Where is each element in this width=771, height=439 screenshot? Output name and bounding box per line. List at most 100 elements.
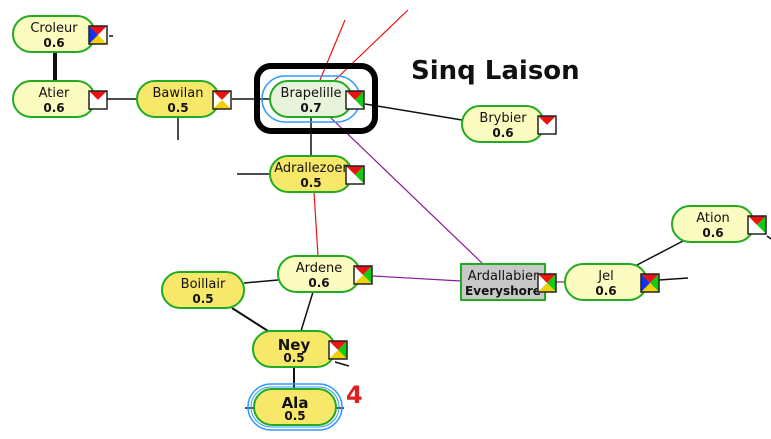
- system-name: Adrallezoer: [274, 161, 348, 176]
- icon-border: [537, 273, 557, 293]
- route-ring: [250, 386, 340, 428]
- security-status: 0.5: [283, 351, 304, 365]
- system-name: Brapelille: [281, 86, 342, 101]
- icon-quadrant: [89, 100, 107, 109]
- icon-quadrant: [641, 274, 659, 283]
- icon-quadrant: [757, 216, 766, 234]
- icon-border: [88, 25, 108, 45]
- icon-quadrant: [329, 350, 347, 359]
- system-status-icon[interactable]: [747, 215, 767, 235]
- system-status-icon[interactable]: [88, 25, 108, 45]
- icon-quadrant: [346, 166, 364, 175]
- system-node-shape: [253, 388, 337, 426]
- stargate-connection: [313, 191, 319, 257]
- icon-quadrant: [538, 274, 556, 283]
- security-status: 0.5: [192, 292, 213, 306]
- icon-quadrant: [538, 274, 547, 292]
- system-name: Brybier: [479, 111, 527, 126]
- stargate-connection: [658, 277, 689, 281]
- system-status-icon[interactable]: [88, 90, 108, 110]
- icon-quadrant: [89, 26, 107, 35]
- icon-quadrant: [547, 116, 556, 134]
- system-status-icon[interactable]: [640, 273, 660, 293]
- system-node-shape: [460, 263, 546, 301]
- icon-quadrant: [355, 166, 364, 184]
- security-status: 0.5: [167, 101, 188, 115]
- stargate-connection: [231, 307, 269, 332]
- security-status: 0.7: [300, 101, 321, 115]
- icon-quadrant: [346, 100, 364, 109]
- security-status: 0.6: [308, 276, 329, 290]
- icon-quadrant: [748, 216, 757, 234]
- system-name: Ney: [278, 336, 311, 354]
- icon-quadrant: [650, 274, 659, 292]
- system-name: Bawilan: [153, 86, 204, 101]
- system-name: Ation: [696, 211, 730, 226]
- security-status: 0.5: [284, 409, 305, 423]
- icon-quadrant: [538, 283, 556, 292]
- stargate-connection: [372, 275, 462, 282]
- icon-quadrant: [538, 116, 547, 134]
- system-name: Ardallabier: [468, 269, 539, 284]
- icon-quadrant: [748, 225, 766, 234]
- system-status-icon[interactable]: [345, 90, 365, 110]
- icon-border: [88, 90, 108, 110]
- icon-quadrant: [355, 91, 364, 109]
- icon-border: [328, 340, 348, 360]
- icon-quadrant: [89, 91, 107, 100]
- system-name: Croleur: [30, 21, 78, 36]
- icon-quadrant: [346, 91, 364, 100]
- icon-border: [747, 215, 767, 235]
- icon-quadrant: [354, 266, 363, 284]
- icon-border: [353, 265, 373, 285]
- security-status: 0.6: [43, 36, 64, 50]
- stargate-connection: [334, 361, 350, 367]
- system-status-icon[interactable]: [328, 340, 348, 360]
- selection-frame: [254, 63, 378, 134]
- system-status-icon[interactable]: [537, 115, 557, 135]
- stargate-connection: [319, 19, 346, 81]
- icon-quadrant: [346, 166, 355, 184]
- icon-quadrant: [641, 274, 650, 292]
- icon-quadrant: [222, 91, 231, 109]
- icon-quadrant: [213, 91, 231, 100]
- icon-border: [345, 165, 365, 185]
- system-status-icon[interactable]: [537, 273, 557, 293]
- icon-quadrant: [338, 341, 347, 359]
- icon-quadrant: [329, 341, 347, 350]
- stargate-connection: [364, 103, 463, 121]
- icon-quadrant: [354, 266, 372, 275]
- region-title: Sinq Laison: [411, 56, 580, 86]
- system-name: Boillair: [181, 277, 226, 292]
- stargate-connection: [329, 116, 484, 265]
- jump-count-label: 4: [346, 381, 363, 409]
- security-status: 0.5: [300, 176, 321, 190]
- icon-quadrant: [329, 341, 338, 359]
- icon-quadrant: [346, 175, 364, 184]
- stargate-connection: [636, 240, 684, 266]
- station-name: Everyshore: [465, 284, 541, 298]
- icon-quadrant: [354, 275, 372, 284]
- icon-quadrant: [748, 216, 766, 225]
- system-status-icon[interactable]: [212, 90, 232, 110]
- icon-border: [345, 90, 365, 110]
- system-status-icon[interactable]: [345, 165, 365, 185]
- icon-quadrant: [98, 26, 107, 44]
- icon-quadrant: [98, 91, 107, 109]
- system-status-icon[interactable]: [353, 265, 373, 285]
- stargate-connection: [300, 291, 314, 332]
